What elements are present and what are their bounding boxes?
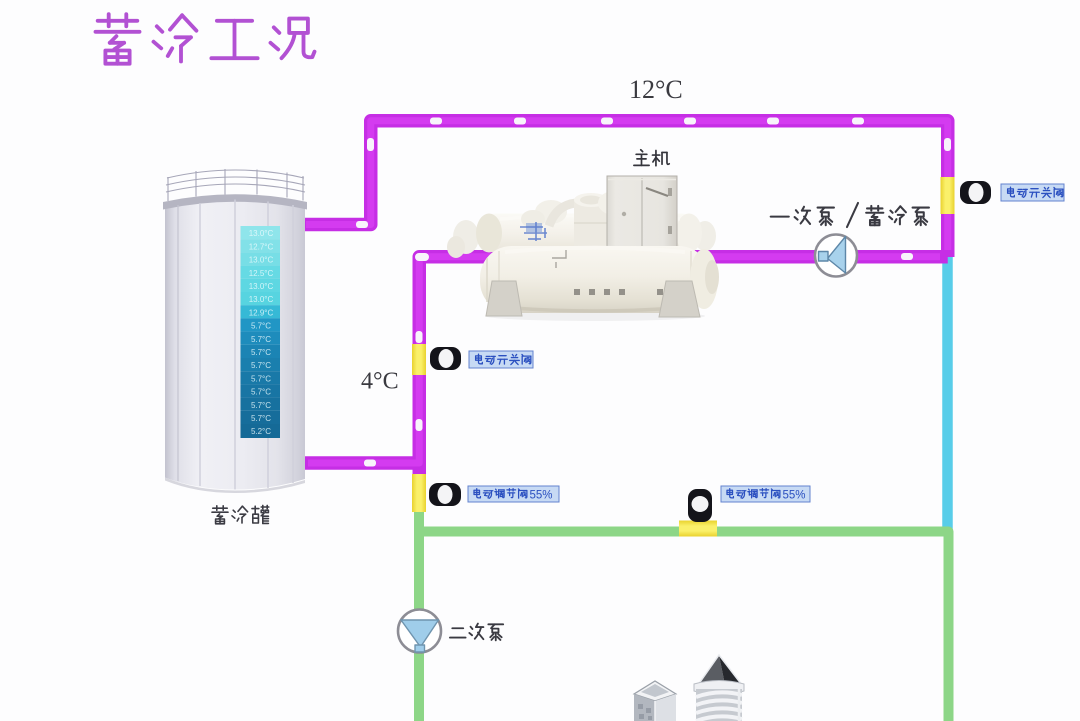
svg-text:5.7°C: 5.7°C (251, 414, 271, 423)
svg-text:13.0°C: 13.0°C (249, 295, 274, 304)
svg-text:12.7°C: 12.7°C (249, 243, 274, 252)
svg-text:13.0°C: 13.0°C (249, 256, 274, 265)
svg-text:5.7°C: 5.7°C (251, 374, 271, 383)
svg-text:55%: 55% (530, 490, 553, 502)
svg-text:12.9°C: 12.9°C (249, 308, 274, 317)
svg-text:5.7°C: 5.7°C (251, 401, 271, 410)
svg-text:13.0°C: 13.0°C (249, 229, 274, 238)
svg-text:5.7°C: 5.7°C (251, 335, 271, 344)
svg-text:55%: 55% (783, 490, 806, 502)
svg-text:12.5°C: 12.5°C (249, 269, 274, 278)
svg-text:4°C: 4°C (361, 369, 399, 395)
svg-text:5.7°C: 5.7°C (251, 348, 271, 357)
svg-text:5.7°C: 5.7°C (251, 361, 271, 370)
svg-text:5.7°C: 5.7°C (251, 388, 271, 397)
svg-text:5.7°C: 5.7°C (251, 322, 271, 331)
svg-text:5.2°C: 5.2°C (251, 427, 271, 436)
svg-text:13.0°C: 13.0°C (249, 282, 274, 291)
svg-text:12°C: 12°C (629, 75, 683, 104)
